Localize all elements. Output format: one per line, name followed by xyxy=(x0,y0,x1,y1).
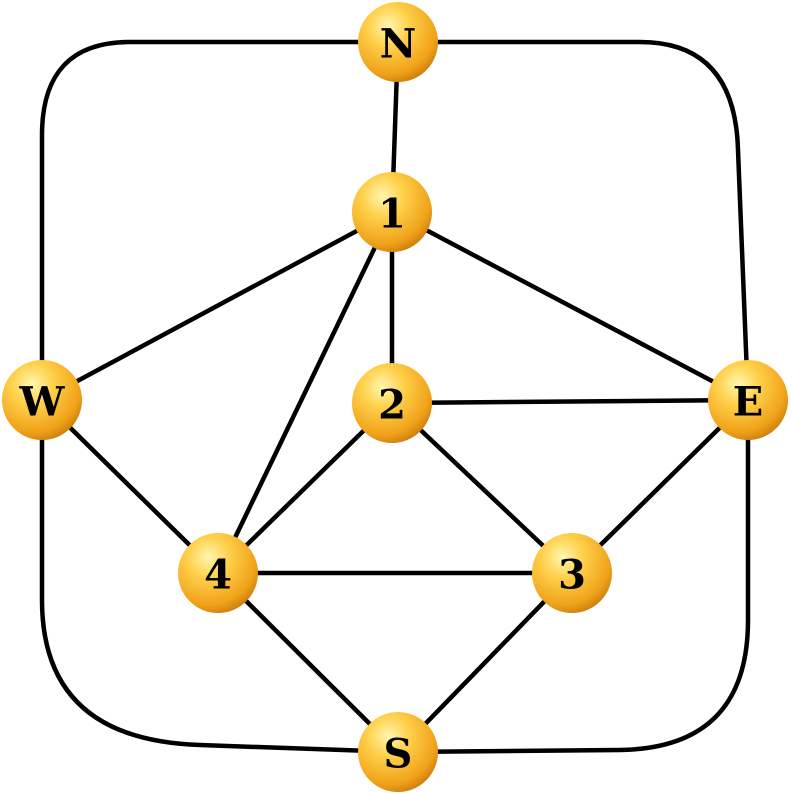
node-S: S xyxy=(358,712,438,792)
edge-W-S xyxy=(39,397,401,755)
node-label: 1 xyxy=(378,191,406,238)
edge-3-S xyxy=(395,570,575,755)
node-label: W xyxy=(19,379,66,426)
edge-2-4 xyxy=(215,400,395,576)
node-2: 2 xyxy=(352,363,432,443)
node-label: 4 xyxy=(204,552,232,599)
node-circle xyxy=(178,533,258,613)
node-3: 3 xyxy=(532,533,612,613)
node-N: N xyxy=(358,2,438,82)
node-W: W xyxy=(2,360,82,440)
edge-1-W xyxy=(39,209,395,403)
edges-layer xyxy=(39,39,751,755)
node-1: 1 xyxy=(352,172,432,252)
node-circle xyxy=(532,533,612,613)
node-circle xyxy=(352,363,432,443)
edge-2-E xyxy=(389,397,751,406)
edge-4-S xyxy=(215,570,401,755)
node-circle xyxy=(2,360,82,440)
node-E: E xyxy=(708,360,788,440)
node-circle xyxy=(352,172,432,252)
edge-W-4 xyxy=(39,397,221,576)
edge-N-E xyxy=(395,39,751,403)
node-label: N xyxy=(380,21,417,68)
edge-E-3 xyxy=(569,397,751,576)
node-label: S xyxy=(384,731,413,778)
edge-2-3 xyxy=(389,400,575,576)
edge-1-4 xyxy=(215,209,395,576)
edge-1-E xyxy=(389,209,751,403)
node-4: 4 xyxy=(178,533,258,613)
node-label: E xyxy=(733,379,764,426)
node-circle xyxy=(358,2,438,82)
edge-N-W xyxy=(39,39,401,403)
node-circle xyxy=(358,712,438,792)
node-label: 3 xyxy=(558,552,586,599)
edge-E-S xyxy=(395,397,751,755)
node-circle xyxy=(708,360,788,440)
node-label: 2 xyxy=(378,382,406,429)
